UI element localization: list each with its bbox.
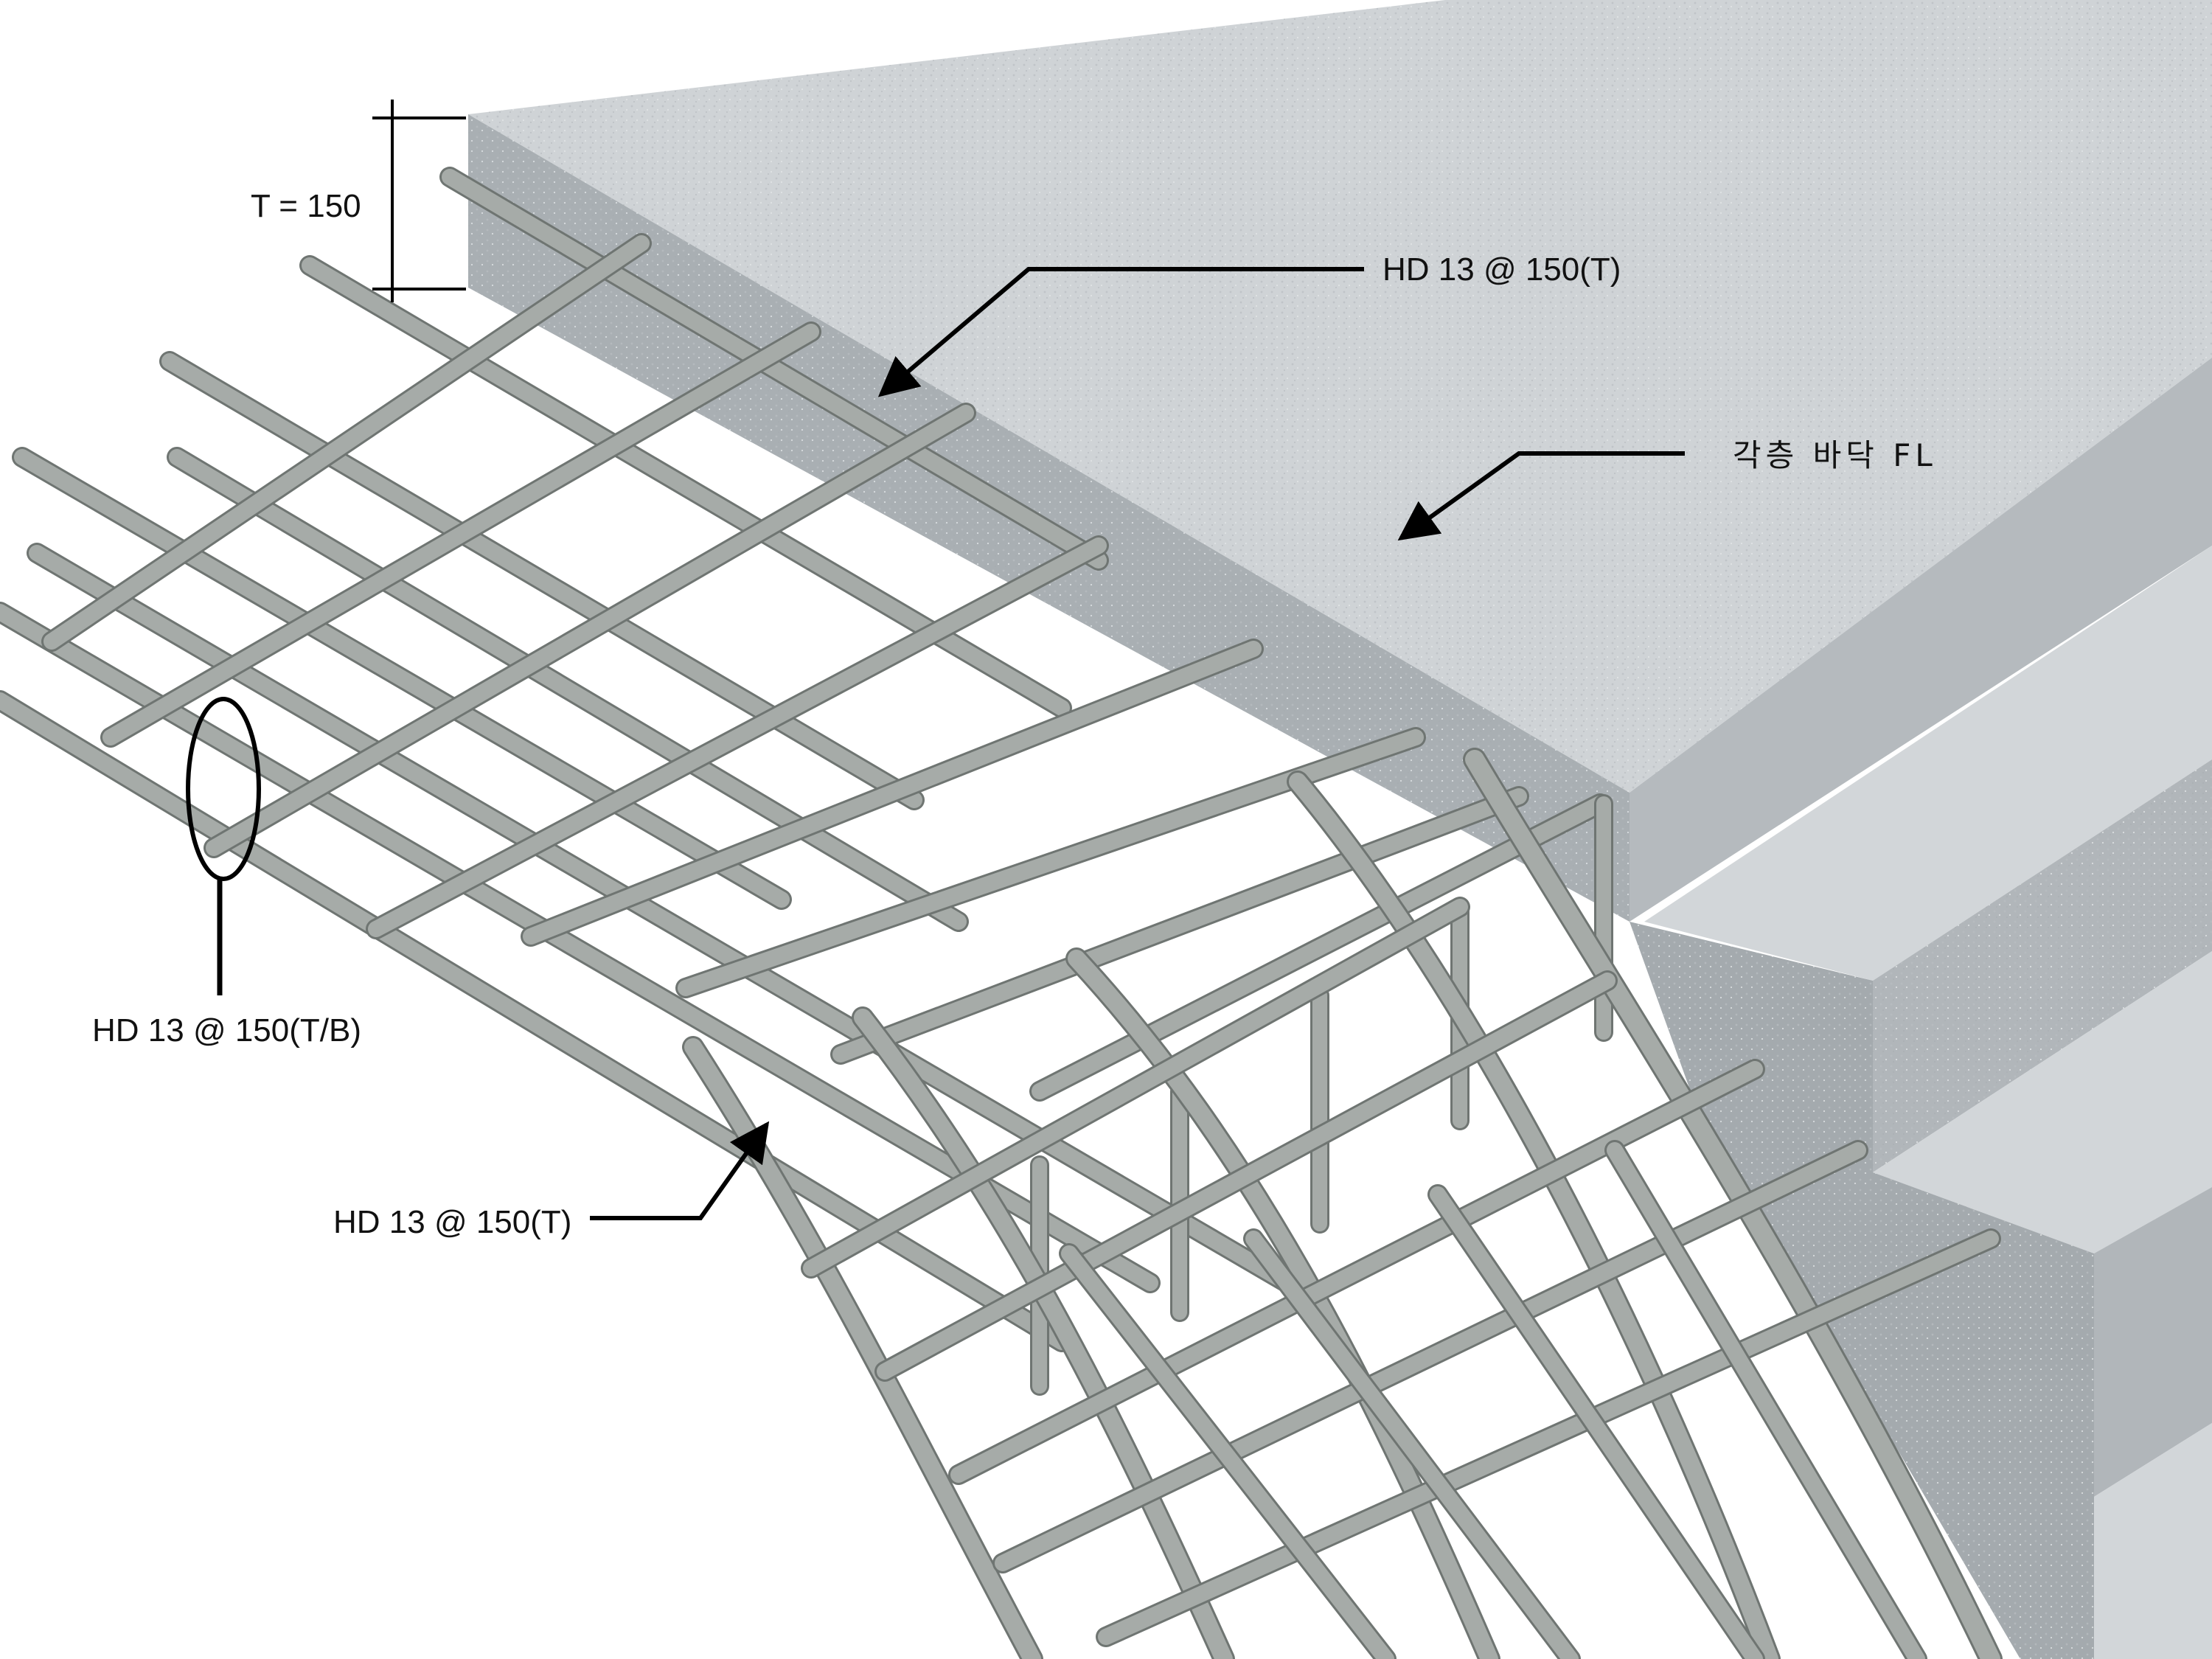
rebar-bar-10 bbox=[206, 405, 974, 856]
rebar-bar-5 bbox=[29, 545, 1321, 1306]
lower-rebar-label: HD 13 @ 150(T) bbox=[333, 1204, 571, 1240]
rebar-bar-12 bbox=[523, 641, 1262, 945]
rebar-bar-23 bbox=[1068, 950, 1498, 1659]
rebar-bar-4 bbox=[14, 449, 790, 908]
rebar-bar-30 bbox=[803, 899, 1468, 1276]
rebar-bar-0 bbox=[442, 169, 1107, 568]
top-rebar-callout: HD 13 @ 150(T) bbox=[877, 251, 1621, 397]
rebar-bar-26 bbox=[950, 1061, 1763, 1483]
rebar-bar-11 bbox=[368, 538, 1107, 937]
mesh-rebar-label: HD 13 @ 150(T/B) bbox=[92, 1012, 361, 1048]
rebar-bar-3 bbox=[169, 449, 967, 930]
mesh-rebar-callout: HD 13 @ 150(T/B) bbox=[92, 697, 361, 1048]
slab-right-face bbox=[1630, 358, 2212, 922]
rebar-bar-8 bbox=[44, 235, 650, 650]
thickness-label: T = 150 bbox=[251, 188, 361, 224]
floor-level-label: 각층 바닥 FL bbox=[1733, 437, 1937, 473]
rebar-bar-14 bbox=[832, 788, 1527, 1062]
rebar-bar-21 bbox=[684, 1038, 1041, 1659]
step-2-riser bbox=[2094, 1187, 2212, 1497]
rebar-bar-34 bbox=[1607, 1142, 1925, 1659]
annotations: T = 150 HD 13 @ 150(T) 각층 바닥 FL HD 13 @ … bbox=[92, 100, 1937, 1240]
step-2-top bbox=[1873, 951, 2212, 1253]
rebar-bar-33 bbox=[1430, 1186, 1763, 1659]
rebar-bar-27 bbox=[995, 1142, 1866, 1571]
mesh-highlight-ellipse bbox=[186, 697, 261, 881]
rebar-bar-25 bbox=[1289, 773, 1778, 1659]
rebar-mesh bbox=[0, 167, 2003, 1659]
lower-rebar-callout: HD 13 @ 150(T) bbox=[333, 1121, 770, 1240]
rebar-bar-31 bbox=[1061, 1245, 1394, 1659]
top-rebar-label: HD 13 @ 150(T) bbox=[1382, 251, 1621, 288]
step-3-top bbox=[2094, 1423, 2212, 1659]
rebar-bar-15 bbox=[1032, 796, 1608, 1099]
rebar-bar-32 bbox=[1245, 1231, 1579, 1659]
rebar-bar-29 bbox=[877, 973, 1615, 1380]
rebar-bar-22 bbox=[854, 1009, 1233, 1659]
floor-level-callout: 각층 바닥 FL bbox=[1397, 437, 1937, 541]
rebar-bar-28 bbox=[1098, 1231, 1999, 1645]
rebar-bar-9 bbox=[102, 324, 819, 745]
rebar-bar-24 bbox=[1465, 750, 2000, 1659]
step-1-top bbox=[1644, 546, 2212, 981]
thickness-dimension: T = 150 bbox=[251, 100, 466, 302]
concrete-landing-slab bbox=[468, 0, 2212, 922]
rebar-bar-2 bbox=[161, 353, 922, 808]
